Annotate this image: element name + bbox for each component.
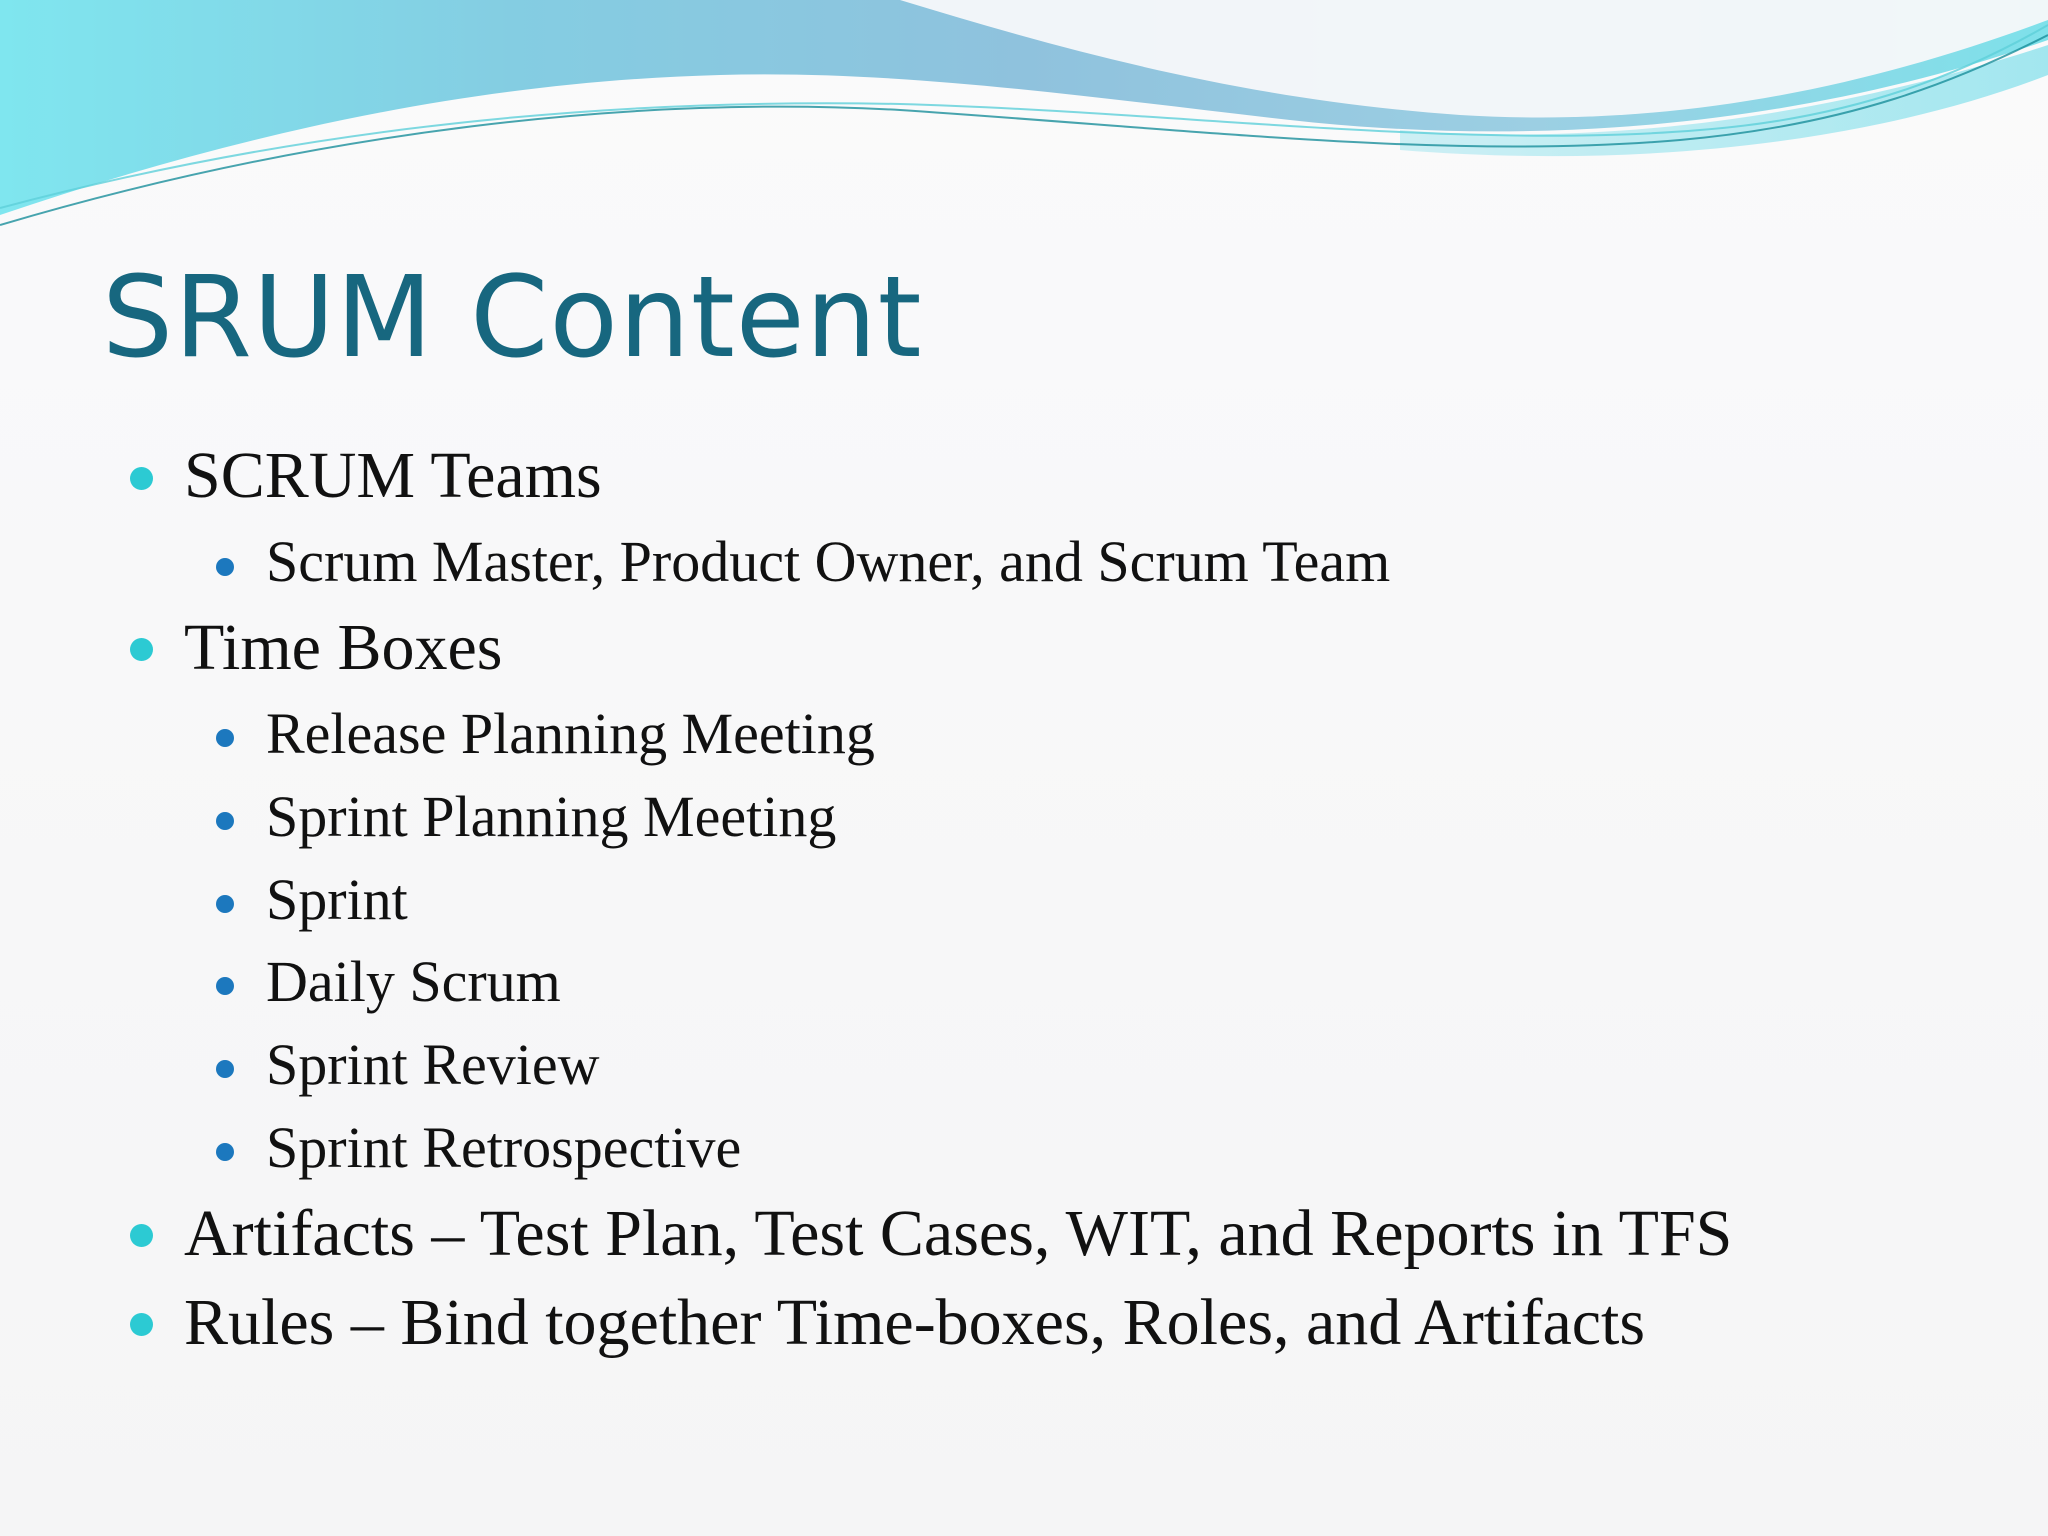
bullet-item: SCRUM Teams	[184, 439, 602, 512]
sub-bullet-dot	[216, 729, 234, 747]
bullet-dot	[130, 1313, 153, 1336]
bullet-item: Rules – Bind together Time-boxes, Roles,…	[184, 1286, 1646, 1359]
sub-bullet-dot	[216, 895, 234, 913]
bullet-item: Artifacts – Test Plan, Test Cases, WIT, …	[184, 1197, 1733, 1270]
sub-bullet-item: Daily Scrum	[266, 949, 561, 1014]
sub-bullet-dot	[216, 977, 234, 995]
sub-bullet-item: Scrum Master, Product Owner, and Scrum T…	[266, 529, 1391, 594]
bullet-dot	[130, 638, 153, 661]
sub-bullet-dot	[216, 558, 234, 576]
sub-bullet-dot	[216, 1143, 234, 1161]
bullet-dot	[130, 1224, 153, 1247]
sub-bullet-item: Release Planning Meeting	[266, 701, 875, 766]
sub-bullet-item: Sprint Review	[266, 1032, 600, 1097]
sub-bullet-item: Sprint Retrospective	[266, 1115, 742, 1180]
sub-bullet-item: Sprint	[266, 867, 408, 932]
sub-bullet-dot	[216, 1060, 234, 1078]
slide-title: SRUM Content	[102, 253, 923, 383]
sub-bullet-item: Sprint Planning Meeting	[266, 784, 837, 849]
bullet-dot	[130, 467, 153, 490]
sub-bullet-dot	[216, 812, 234, 830]
decorative-wave-banner	[0, 0, 2048, 226]
bullet-item: Time Boxes	[184, 611, 503, 684]
